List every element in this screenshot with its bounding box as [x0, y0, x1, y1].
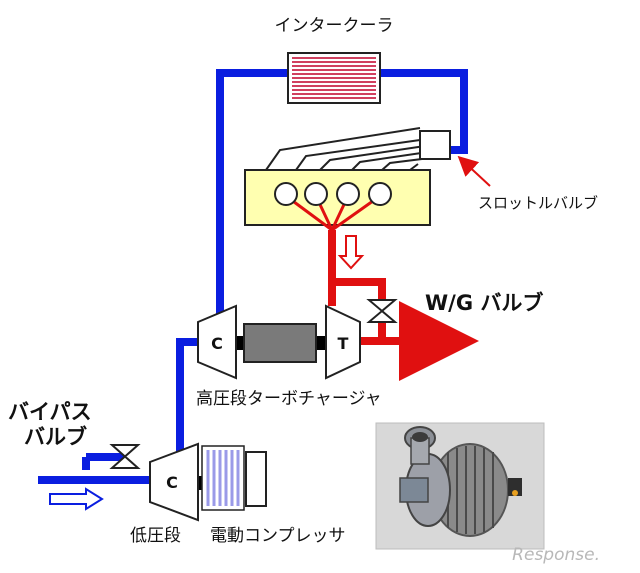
turbine-letter: T: [338, 334, 349, 353]
motor-endcap: [245, 451, 267, 507]
hp-turbocharger: [197, 304, 361, 380]
intake-air-line: [38, 69, 468, 484]
throttle-pointer-arrow: [457, 155, 491, 187]
e-compressor-label: 電動コンプレッサ: [210, 526, 346, 546]
intake-flow-arrow: [49, 487, 104, 511]
lp-stage-label: 低圧段: [130, 526, 181, 546]
turbo-shaft-housing: [243, 323, 317, 363]
response-watermark: Response.: [512, 545, 600, 565]
cylinder: [368, 182, 392, 206]
wastegate-valve-icon: [366, 299, 398, 323]
lp-compressor-letter: C: [166, 473, 178, 492]
throttle-valve-box: [419, 130, 451, 160]
bypass-valve-icon: [109, 444, 141, 469]
hp-turbocharger-label: 高圧段ターボチャージャ: [196, 389, 382, 409]
cylinder: [304, 182, 328, 206]
lp-compressor: [149, 442, 199, 522]
bypass-valve-label-line1: バイパス: [8, 400, 92, 424]
hp-compressor: [197, 304, 237, 380]
exhaust-line: [285, 194, 479, 381]
cylinder: [274, 182, 298, 206]
cylinder: [336, 182, 360, 206]
engine-cylinders: [274, 182, 392, 206]
e-compressor-photo: [375, 422, 545, 550]
hp-turbine: [325, 304, 361, 380]
lp-electric-compressor: [149, 442, 267, 522]
bypass-valve-label-line2: バルブ: [24, 425, 87, 449]
exhaust-flow-arrow: [337, 235, 365, 270]
intercooler-label: インタークーラ: [275, 16, 394, 36]
throttle-valve-label: スロットルバルブ: [478, 194, 598, 212]
intake-manifold: [265, 127, 431, 171]
hp-compressor-letter: C: [211, 334, 223, 353]
intercooler: [287, 52, 381, 104]
wastegate-valve-label: W/G バルブ: [425, 291, 543, 315]
